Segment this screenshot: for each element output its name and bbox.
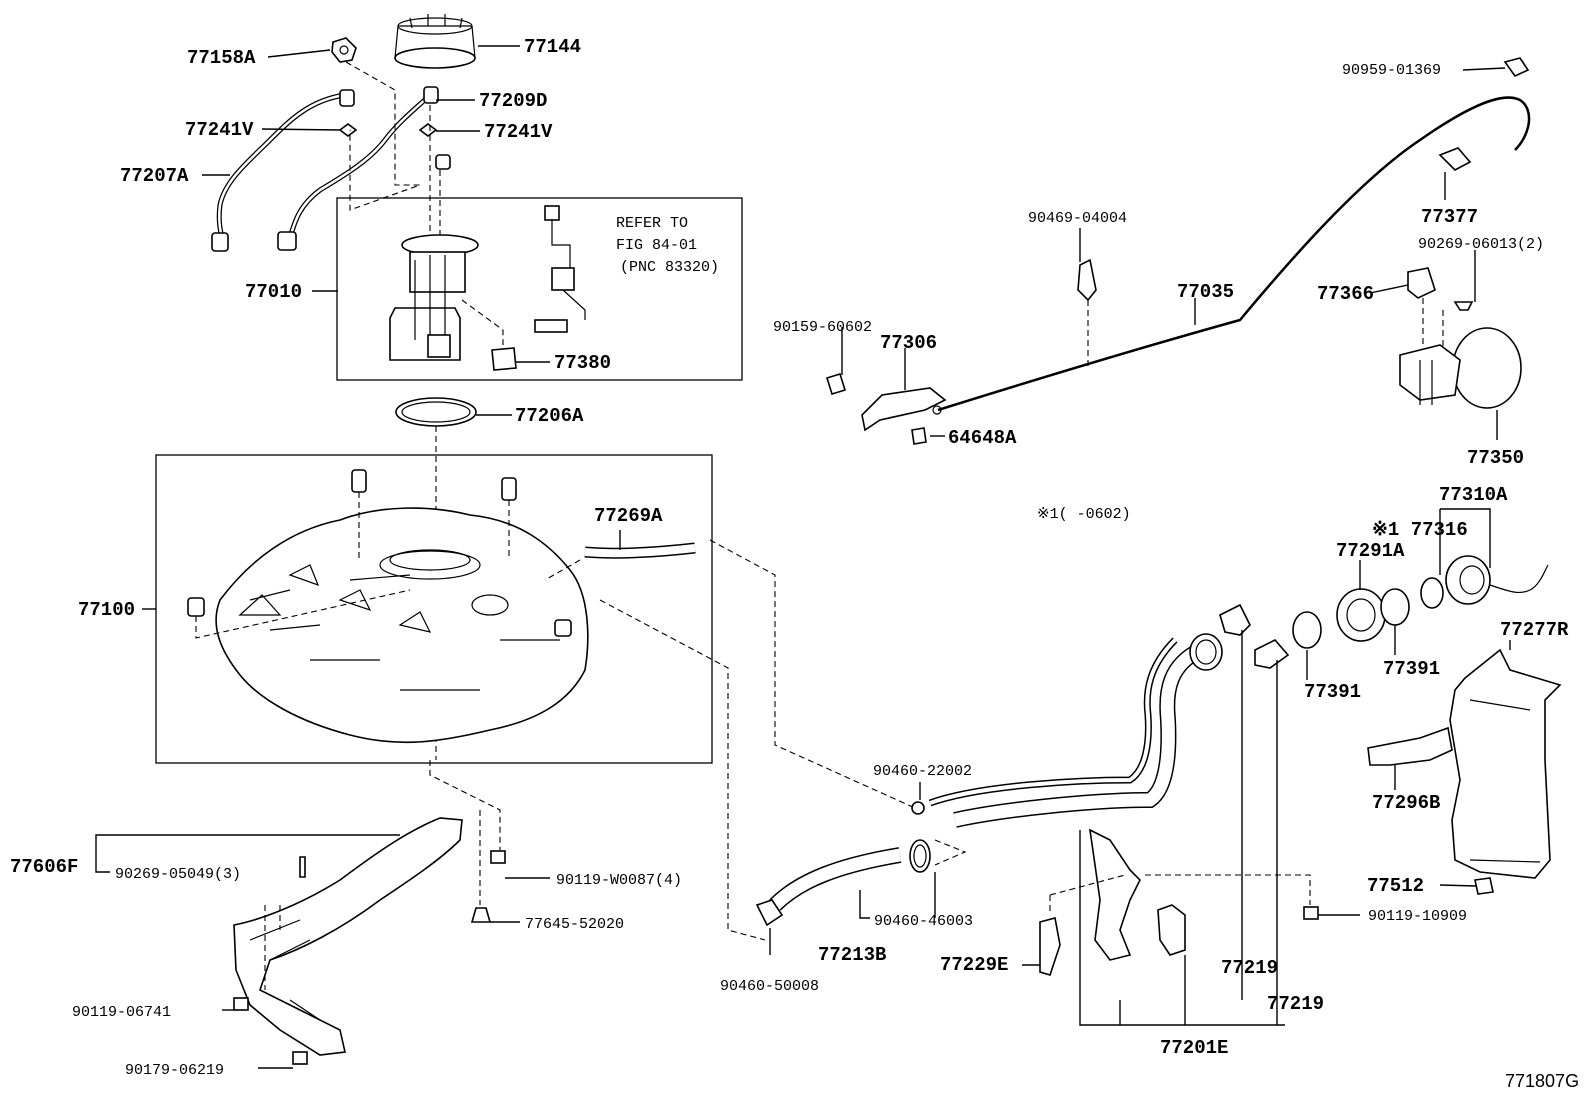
cable-77035-part [937,96,1531,412]
label-90460-46003[interactable]: 90460-46003 [874,913,973,930]
clip-77229E-part [1039,917,1061,976]
opener-lever-77306-part [861,387,947,432]
refer-note-line2: FIG 84-01 [616,237,697,254]
label-77350[interactable]: 77350 [1467,447,1524,469]
fuel-pump-group-box [336,197,743,381]
label-77219-b[interactable]: 77219 [1267,993,1324,1015]
clamp-90460-46003-part [909,839,931,873]
label-90460-50008[interactable]: 90460-50008 [720,978,819,995]
hose-77207A-part [216,92,346,247]
label-77209D[interactable]: 77209D [479,90,547,112]
label-77391-b[interactable]: 77391 [1383,658,1440,680]
filter-77380-part [491,347,517,371]
filler-housing-77277R-part [1449,648,1562,879]
gasket-77391-a-part [1292,611,1322,649]
label-77512[interactable]: 77512 [1367,875,1424,897]
label-90119-W0087[interactable]: 90119-W0087(4) [556,872,682,889]
ring-77316-part [1420,577,1444,609]
filler-pipe-part [928,633,1223,828]
label-77035[interactable]: 77035 [1177,281,1234,303]
refer-note-line1: REFER TO [616,215,688,232]
fuel-pump-assembly-part [389,234,479,361]
label-90119-10909[interactable]: 90119-10909 [1368,908,1467,925]
label-77206A[interactable]: 77206A [515,405,584,427]
bracket-77201E-part [1088,828,1141,961]
footnote-note: ※1( -0602) [1037,506,1131,523]
label-77241V-right[interactable]: 77241V [484,121,553,143]
grommet-77512-part [1474,877,1494,895]
label-77100[interactable]: 77100 [78,599,135,621]
screw-90159-60602-part [825,373,847,395]
label-77269A[interactable]: 77269A [594,505,663,527]
label-90469-04004[interactable]: 90469-04004 [1028,210,1127,227]
clip-77219-a-part [1219,603,1251,636]
fuel-cap-77310A-part [1445,555,1549,605]
label-64648A[interactable]: 64648A [948,427,1017,449]
label-77241V-left[interactable]: 77241V [185,119,254,141]
label-77213B[interactable]: 77213B [818,944,886,966]
bracket-77296B-part [1367,726,1453,766]
label-77277R[interactable]: 77277R [1500,619,1569,641]
clamp-90460-22002-part [911,801,925,815]
label-77010[interactable]: 77010 [245,281,302,303]
lock-77377-part [1438,147,1472,171]
label-90119-06741[interactable]: 90119-06741 [72,1004,171,1021]
label-77291A[interactable]: 77291A [1336,540,1405,562]
clip-77241V-right-part [418,123,438,137]
label-90159-60602[interactable]: 90159-60602 [773,319,872,336]
label-77207A[interactable]: 77207A [120,165,189,187]
sender-unit-part [534,205,586,333]
clip-77219-b-part [1254,639,1290,669]
label-77380[interactable]: 77380 [554,352,611,374]
label-77229E[interactable]: 77229E [940,954,1008,976]
label-90269-06013[interactable]: 90269-06013(2) [1418,236,1544,253]
label-90959-01369[interactable]: 90959-01369 [1342,62,1441,79]
cushion-64648A-part [911,427,927,445]
clip-90959-01369-part [1503,57,1530,78]
label-77296B[interactable]: 77296B [1372,792,1440,814]
label-77645-52020[interactable]: 77645-52020 [525,916,624,933]
clamp-90460-50008-part [755,899,784,927]
diagram-id: 771807G [1505,1071,1579,1091]
label-77306[interactable]: 77306 [880,332,937,354]
protector-77606F-part [233,817,463,1056]
fuel-tank-part [215,507,589,744]
hose-77209D-part [287,93,432,239]
label-90179-06219[interactable]: 90179-06219 [125,1062,224,1079]
label-90269-05049[interactable]: 90269-05049(3) [115,866,241,883]
fuel-lid-77350-part [1399,327,1522,409]
lid-hinge-77366-part [1407,267,1436,299]
label-77366[interactable]: 77366 [1317,283,1374,305]
label-77144[interactable]: 77144 [524,36,581,58]
label-77158A[interactable]: 77158A [187,47,256,69]
refer-note-line3: (PNC 83320) [620,259,719,276]
vent-valve-part [331,37,357,63]
label-90460-22002[interactable]: 90460-22002 [873,763,972,780]
label-77377[interactable]: 77377 [1421,206,1478,228]
label-77316[interactable]: ※1 77316 [1372,519,1468,541]
clip-90469-04004-part [1077,258,1097,302]
ring-77291A-part [1336,588,1386,642]
label-77219-a[interactable]: 77219 [1221,957,1278,979]
clip-77241V-left-part [338,123,358,137]
lock-ring-part [394,14,476,69]
label-77310A[interactable]: 77310A [1439,484,1508,506]
label-77606F[interactable]: 77606F [10,856,78,878]
label-77391-a[interactable]: 77391 [1304,681,1361,703]
gasket-77391-b-part [1380,588,1410,626]
label-77201E[interactable]: 77201E [1160,1037,1228,1059]
